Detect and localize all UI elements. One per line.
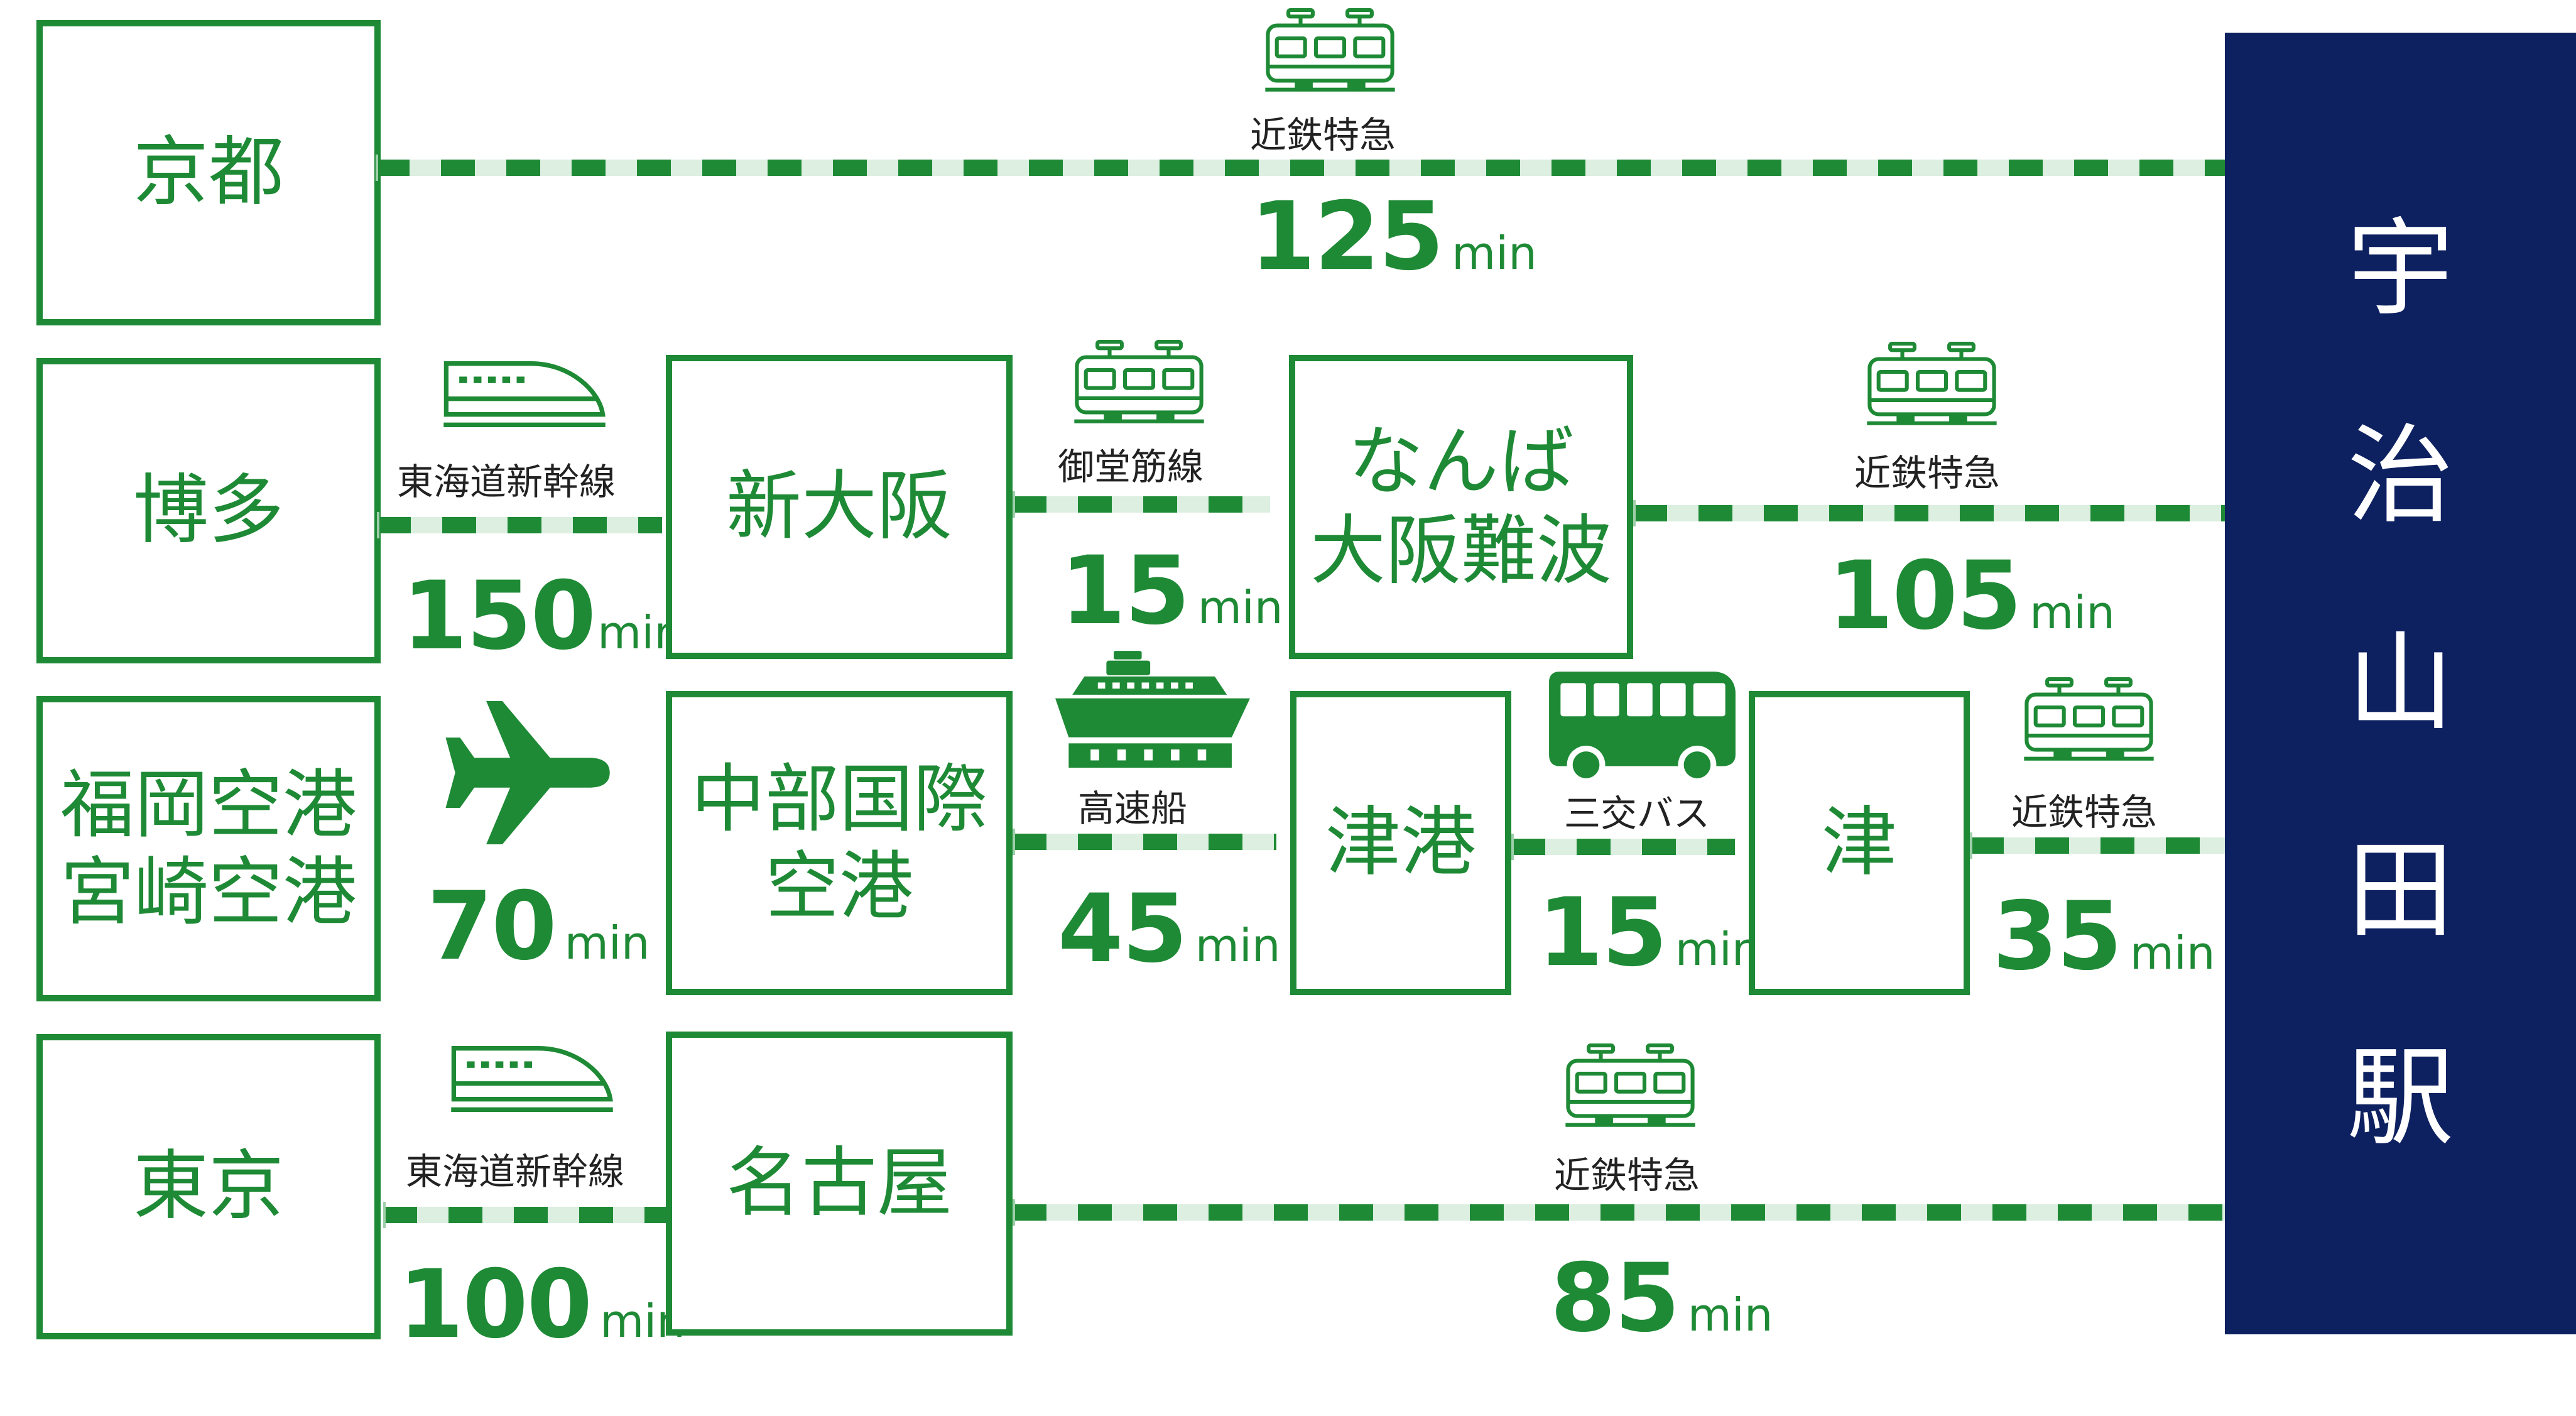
place-name: なんば bbox=[1348, 418, 1574, 506]
place-tokyo: 東京 bbox=[36, 1034, 381, 1339]
time-value: 150 bbox=[402, 562, 596, 671]
time-unit: min bbox=[564, 917, 650, 969]
time-value: 105 bbox=[1828, 542, 2022, 651]
route-line-ferry bbox=[1013, 829, 1276, 855]
place-chubu-airport: 中部国際 空港 bbox=[666, 691, 1013, 995]
time-unit: min bbox=[1195, 919, 1281, 972]
bus-icon bbox=[1546, 669, 1738, 784]
train-icon bbox=[1563, 1043, 1698, 1133]
time-value: 85 bbox=[1550, 1244, 1680, 1353]
place-namba: なんば 大阪難波 bbox=[1289, 355, 1633, 659]
route-label: 御堂筋線 bbox=[1058, 445, 1204, 488]
train-icon bbox=[1864, 341, 1999, 431]
time-value: 45 bbox=[1058, 874, 1188, 984]
ship-icon bbox=[1055, 650, 1250, 771]
destination-char: 治 bbox=[2347, 414, 2454, 538]
route-line-midosuji bbox=[1013, 491, 1270, 518]
route-line-kyoto-kintetsu bbox=[376, 155, 2225, 181]
place-name: 名古屋 bbox=[726, 1140, 952, 1228]
time-value: 15 bbox=[1538, 878, 1668, 988]
airplane-icon bbox=[440, 697, 619, 848]
bullet-train-icon bbox=[440, 358, 609, 430]
train-icon bbox=[1263, 8, 1398, 97]
place-name: 大阪難波 bbox=[1310, 508, 1612, 595]
time-unit: min bbox=[1452, 227, 1537, 280]
route-line-tsu-kintetsu bbox=[1970, 832, 2225, 859]
place-name: 新大阪 bbox=[726, 463, 952, 551]
destination-char: 山 bbox=[2347, 621, 2454, 746]
route-line-namba-kintetsu bbox=[1633, 500, 2225, 526]
time-unit: min bbox=[1687, 1288, 1773, 1341]
route-line-hakata-shinkansen bbox=[377, 512, 662, 538]
destination-char: 田 bbox=[2347, 829, 2454, 953]
time-unit: min bbox=[1197, 581, 1283, 634]
route-line-bus bbox=[1511, 834, 1735, 860]
route-label: 三交バス bbox=[1564, 792, 1710, 835]
destination-station: 宇 治 山 田 駅 bbox=[2225, 33, 2576, 1334]
route-line-tokyo-shinkansen bbox=[383, 1202, 670, 1228]
place-tsu-port: 津港 bbox=[1290, 691, 1511, 995]
destination-char: 駅 bbox=[2347, 1036, 2454, 1160]
time-unit: min bbox=[2129, 927, 2215, 979]
time-unit: min bbox=[1675, 923, 1761, 976]
time-value: 100 bbox=[398, 1250, 592, 1359]
time-unit: min bbox=[2030, 586, 2115, 639]
place-name: 中部国際 bbox=[690, 755, 987, 842]
train-icon bbox=[2021, 677, 2156, 766]
train-icon bbox=[1072, 339, 1207, 429]
time-value: 125 bbox=[1250, 182, 1444, 291]
place-name: 東京 bbox=[133, 1143, 284, 1231]
place-kyoto: 京都 bbox=[36, 20, 381, 325]
place-nagoya: 名古屋 bbox=[666, 1032, 1013, 1336]
place-shin-osaka: 新大阪 bbox=[666, 355, 1013, 659]
route-label: 高速船 bbox=[1078, 787, 1188, 830]
route-line-nagoya-kintetsu bbox=[1013, 1199, 2225, 1226]
place-name: 空港 bbox=[764, 843, 913, 930]
route-label: 東海道新幹線 bbox=[406, 1150, 625, 1193]
route-label: 近鉄特急 bbox=[2011, 791, 2158, 834]
time-value: 15 bbox=[1060, 536, 1190, 646]
place-name: 福岡空港 bbox=[60, 761, 357, 848]
place-tsu: 津 bbox=[1749, 691, 1970, 995]
route-label: 近鉄特急 bbox=[1854, 452, 2001, 494]
place-name: 博多 bbox=[133, 467, 284, 555]
place-name: 宮崎空港 bbox=[60, 849, 357, 935]
route-label: 東海道新幹線 bbox=[397, 460, 616, 503]
route-label: 近鉄特急 bbox=[1250, 114, 1396, 156]
place-fukuoka-miyazaki: 福岡空港 宮崎空港 bbox=[36, 696, 381, 1001]
bullet-train-icon bbox=[447, 1043, 617, 1115]
route-label: 近鉄特急 bbox=[1554, 1154, 1700, 1197]
destination-char: 宇 bbox=[2347, 207, 2454, 331]
place-name: 京都 bbox=[133, 129, 284, 217]
travel-time: 150min bbox=[402, 562, 683, 671]
place-name: 津 bbox=[1822, 799, 1897, 887]
time-value: 35 bbox=[1992, 882, 2122, 991]
place-name: 津港 bbox=[1325, 799, 1476, 887]
place-hakata: 博多 bbox=[36, 358, 381, 663]
time-value: 70 bbox=[427, 872, 557, 981]
